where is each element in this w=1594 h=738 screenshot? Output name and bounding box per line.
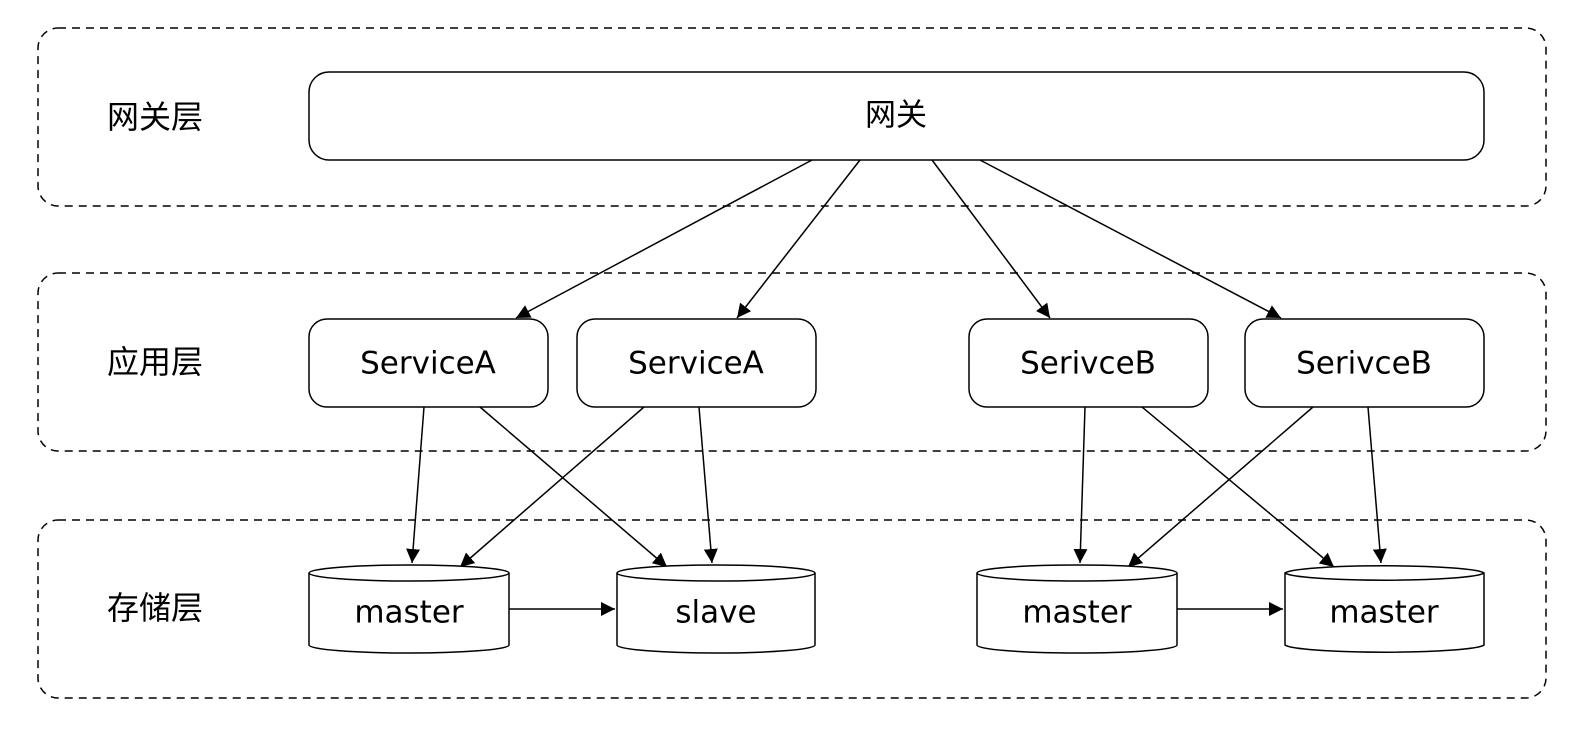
edge-gateway-to-service-b2	[979, 159, 1282, 319]
service-a1-node[interactable]: ServiceA	[308, 318, 549, 408]
edge-gateway-to-service-b1	[931, 159, 1051, 319]
service-b1-box	[968, 318, 1209, 408]
service-a1-box	[308, 318, 549, 408]
storage-layer: 存储层	[37, 519, 1547, 699]
storage-layer-label: 存储层	[107, 589, 203, 627]
database-cylinder-rim	[976, 572, 1178, 582]
service-a2-node[interactable]: ServiceA	[576, 318, 817, 408]
app-layer-box	[37, 272, 1547, 452]
service-b1-node[interactable]: SerivceB	[968, 318, 1209, 408]
app-layer: 应用层	[37, 272, 1547, 452]
edges	[406, 159, 1387, 616]
db-a-slave-node[interactable]: slave	[616, 564, 816, 654]
service-a1-label: ServiceA	[360, 346, 496, 382]
service-b2-label: SerivceB	[1296, 346, 1432, 382]
database-cylinder-icon	[616, 564, 816, 654]
database-cylinder-rim	[616, 572, 816, 582]
db-a-slave-label: slave	[675, 595, 756, 631]
gateway-layer-label: 网关层	[107, 98, 203, 136]
database-cylinder-icon	[976, 564, 1178, 654]
edge-service-b1-to-master2	[1141, 406, 1335, 568]
edge-gateway-to-service-a1	[515, 159, 813, 319]
gateway-layer-box	[37, 27, 1547, 207]
db-b-master2-label: master	[1329, 595, 1439, 631]
database-cylinder-rim	[308, 572, 510, 582]
database-cylinder-icon	[308, 564, 510, 654]
edge-service-a2-to-master	[459, 406, 645, 568]
service-a2-label: ServiceA	[628, 346, 764, 382]
edge-service-a2-to-slave	[698, 406, 718, 564]
gateway-node-box	[308, 71, 1485, 161]
edge-service-b2-to-master1	[1127, 406, 1314, 568]
storage-layer-box	[37, 519, 1547, 699]
db-b-master1-node[interactable]: master	[976, 564, 1178, 654]
database-cylinder-rim	[1284, 572, 1485, 581]
edge-gateway-to-service-a2	[736, 159, 861, 319]
edge-service-b2-to-master2	[1367, 406, 1387, 564]
db-b-master2-node[interactable]: master	[1284, 565, 1485, 653]
app-layer-label: 应用层	[107, 343, 203, 381]
gateway-layer: 网关层	[37, 27, 1547, 207]
service-a2-box	[576, 318, 817, 408]
db-a-master-label: master	[354, 595, 464, 631]
edge-service-a1-to-master	[406, 406, 425, 564]
database-cylinder-icon	[1284, 565, 1485, 653]
service-b2-node[interactable]: SerivceB	[1244, 318, 1485, 408]
service-b2-box	[1244, 318, 1485, 408]
gateway-node-label: 网关	[865, 98, 927, 134]
edge-service-b1-to-master1	[1073, 406, 1088, 564]
service-b1-label: SerivceB	[1020, 346, 1156, 382]
edge-service-a1-to-slave	[479, 406, 668, 568]
db-b-master1-label: master	[1022, 595, 1132, 631]
db-a-master-node[interactable]: master	[308, 564, 510, 654]
gateway-node[interactable]: 网关	[308, 71, 1485, 161]
